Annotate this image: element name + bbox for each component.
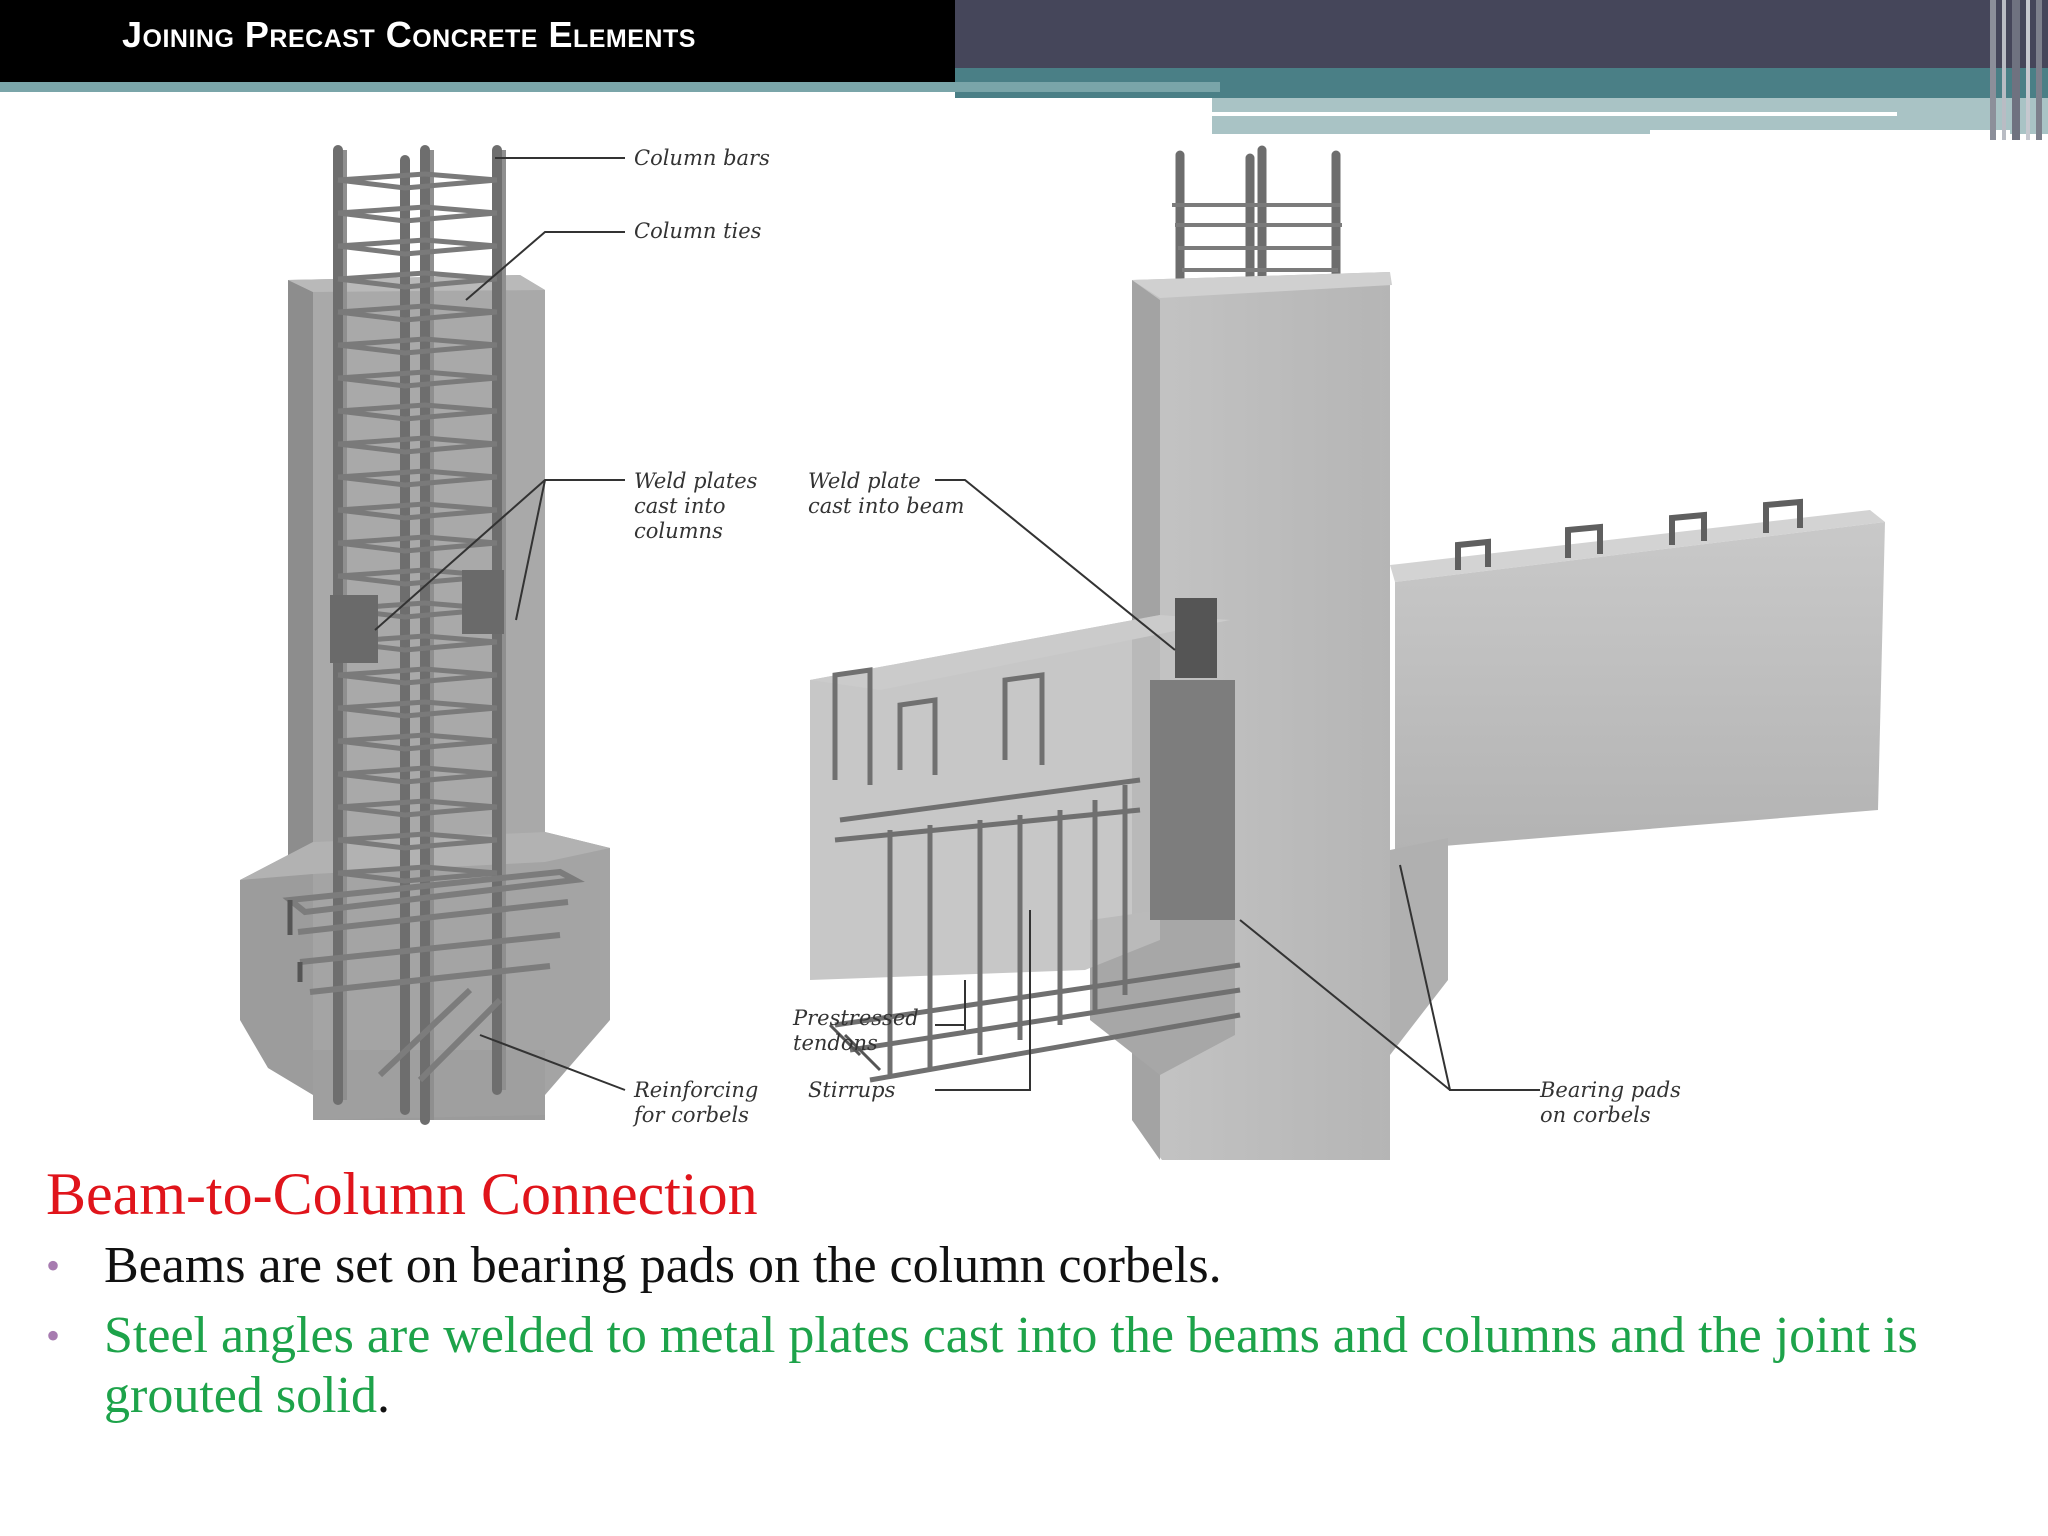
- label-prestressed-line2: tendons: [793, 1031, 878, 1055]
- title-box: Joining Precast Concrete Elements: [0, 0, 955, 82]
- header-rule: [1650, 130, 2010, 136]
- beam-column-connection-illustration: Column bars Column ties Weld plates cast…: [240, 145, 1885, 1160]
- header-teal-underline: [0, 82, 1220, 92]
- bullet-trailing-punctuation: .: [376, 1367, 390, 1424]
- header-stripe: [2002, 0, 2006, 140]
- header-stripe: [2026, 0, 2030, 140]
- column-tie: [337, 864, 498, 884]
- label-reinforcing-line2: for corbels: [632, 1103, 749, 1127]
- label-weld-plates-line3: columns: [634, 519, 723, 543]
- bullet-marker: •: [46, 1243, 61, 1288]
- column-tie: [337, 699, 498, 719]
- header-stripe: [1990, 0, 1996, 140]
- right-column-assembly: [810, 145, 1885, 1160]
- column-tie: [337, 666, 498, 686]
- left-column-cutaway: [240, 145, 610, 1125]
- column-tie: [337, 237, 498, 257]
- label-weld-plate-beam-line1: Weld plate: [808, 469, 921, 493]
- header-stripe: [2036, 0, 2042, 140]
- leader-lines: [374, 157, 1540, 1091]
- column-tie: [337, 468, 498, 488]
- column-tie: [337, 171, 498, 191]
- bullet-item: • Steel angles are welded to metal plate…: [46, 1306, 2036, 1426]
- bullet-marker: •: [46, 1313, 61, 1358]
- column-tie: [337, 303, 498, 323]
- column-tie: [337, 402, 498, 422]
- label-reinforcing-line1: Reinforcing: [633, 1078, 758, 1102]
- bullet-text: Beams are set on bearing pads on the col…: [104, 1237, 1222, 1294]
- header-light-band: [1212, 98, 2048, 134]
- callout-labels: Column bars Column ties Weld plates cast…: [632, 146, 1681, 1127]
- column-tie: [337, 765, 498, 785]
- label-prestressed-line1: Prestressed: [792, 1006, 919, 1030]
- label-weld-plates-line2: cast into: [634, 494, 726, 518]
- label-bearing-pads-line2: on corbels: [1540, 1103, 1651, 1127]
- bullet-list: • Beams are set on bearing pads on the c…: [46, 1236, 2036, 1436]
- label-weld-plates-line1: Weld plates: [634, 469, 758, 493]
- column-tie: [337, 501, 498, 521]
- column-tie: [337, 336, 498, 356]
- header-rule: [1212, 112, 1897, 116]
- column-tie: [337, 534, 498, 554]
- label-stirrups: Stirrups: [808, 1078, 896, 1102]
- column-tie: [337, 732, 498, 752]
- section-heading: Beam-to-Column Connection: [46, 1161, 758, 1227]
- label-bearing-pads-line1: Bearing pads: [1539, 1078, 1681, 1102]
- column-tie: [337, 369, 498, 389]
- bullet-item: • Beams are set on bearing pads on the c…: [46, 1236, 2036, 1296]
- bullet-text: Steel angles are welded to metal plates …: [104, 1307, 1918, 1424]
- label-column-bars: Column bars: [634, 146, 770, 170]
- column-tie: [337, 798, 498, 818]
- column-tie: [337, 435, 498, 455]
- label-column-ties: Column ties: [634, 219, 762, 243]
- label-weld-plate-beam-line2: cast into beam: [808, 494, 964, 518]
- page-title: Joining Precast Concrete Elements: [122, 14, 696, 55]
- header-stripe: [2012, 0, 2020, 140]
- column-tie: [337, 204, 498, 224]
- column-tie: [337, 270, 498, 290]
- column-tie: [337, 831, 498, 851]
